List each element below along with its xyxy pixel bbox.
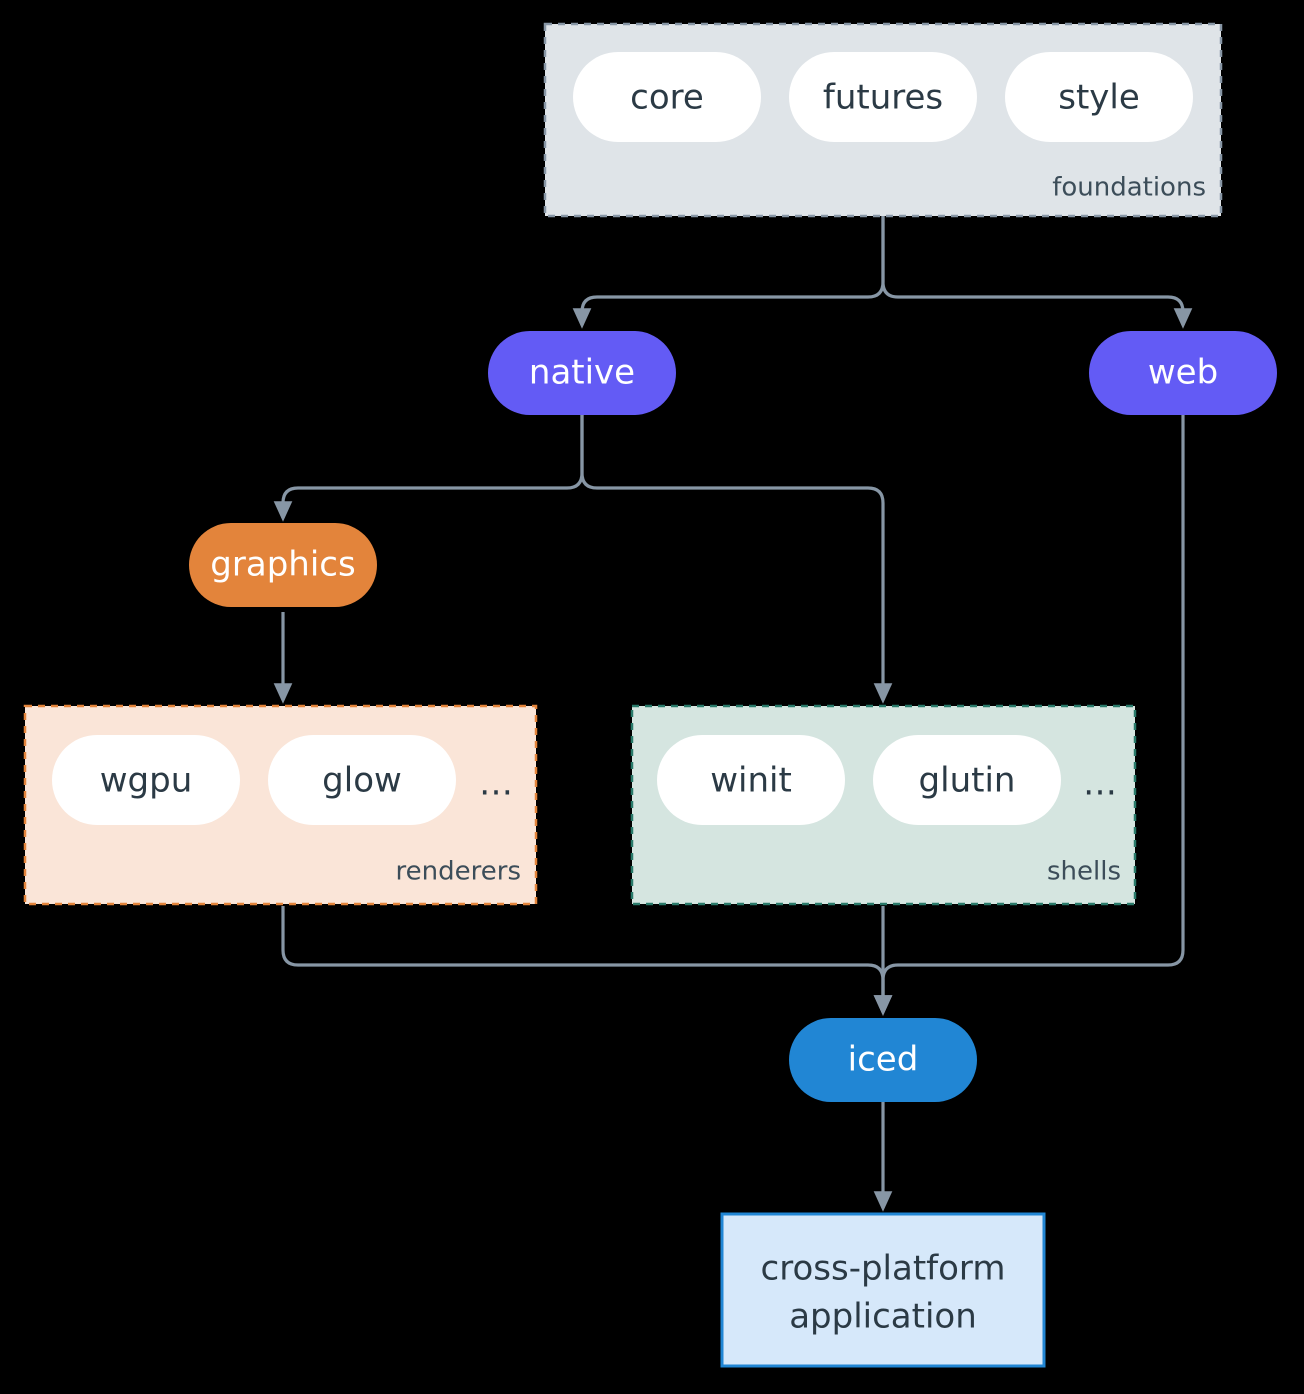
group-foundations-label: foundations <box>1052 173 1206 203</box>
group-shells: winit glutin … shells <box>630 704 1137 906</box>
node-web-shape <box>1089 331 1277 415</box>
node-wgpu-label: wgpu <box>100 761 193 801</box>
node-futures[interactable]: futures <box>789 52 977 142</box>
node-iced-label: iced <box>848 1040 919 1080</box>
edge-foundations-web <box>881 216 1193 329</box>
node-graphics-label: graphics <box>210 545 355 585</box>
node-futures-label: futures <box>823 78 943 118</box>
node-application-label-line1: cross-platform <box>761 1249 1006 1289</box>
node-web[interactable]: web <box>1089 331 1277 415</box>
node-web-label: web <box>1148 353 1218 393</box>
node-core-label: core <box>630 78 704 118</box>
node-glutin-shape <box>873 735 1061 825</box>
node-core[interactable]: core <box>573 52 761 142</box>
node-winit-label: winit <box>710 761 792 801</box>
node-glow-shape <box>268 735 456 825</box>
node-glutin[interactable]: glutin <box>873 735 1061 825</box>
node-native-shape <box>488 331 676 415</box>
node-wgpu-shape <box>52 735 240 825</box>
node-graphics-shape <box>189 523 377 607</box>
node-glow[interactable]: glow <box>268 735 456 825</box>
group-renderers: wgpu glow … renderers <box>23 704 538 906</box>
node-core-shape <box>573 52 761 142</box>
node-shells-more-label: … <box>1083 764 1117 804</box>
edge-web-iced <box>873 415 1185 1016</box>
edge-layer <box>273 216 1193 1212</box>
node-wgpu[interactable]: wgpu <box>52 735 240 825</box>
node-winit[interactable]: winit <box>657 735 845 825</box>
node-style-shape <box>1005 52 1193 142</box>
edge-renderers-iced <box>281 906 893 1016</box>
node-iced-shape <box>789 1018 977 1102</box>
edge-native-graphics <box>273 415 584 522</box>
node-application-shape <box>720 1212 1046 1368</box>
group-shells-label: shells <box>1047 857 1121 887</box>
edge-native-shells <box>580 415 893 704</box>
group-renderers-label: renderers <box>396 857 521 887</box>
node-application[interactable]: cross-platform application <box>720 1212 1046 1368</box>
edge-foundations-native <box>572 216 885 329</box>
node-futures-shape <box>789 52 977 142</box>
node-native[interactable]: native <box>488 331 676 415</box>
node-graphics[interactable]: graphics <box>189 523 377 607</box>
node-style-label: style <box>1058 78 1140 118</box>
node-iced[interactable]: iced <box>789 1018 977 1102</box>
node-renderers-more-label: … <box>479 764 513 804</box>
node-glow-label: glow <box>322 761 402 801</box>
group-foundations: core futures style foundations <box>543 22 1223 218</box>
node-native-label: native <box>529 353 635 393</box>
node-winit-shape <box>657 735 845 825</box>
node-glutin-label: glutin <box>919 761 1016 801</box>
node-style[interactable]: style <box>1005 52 1193 142</box>
node-application-label-line2: application <box>789 1297 977 1337</box>
